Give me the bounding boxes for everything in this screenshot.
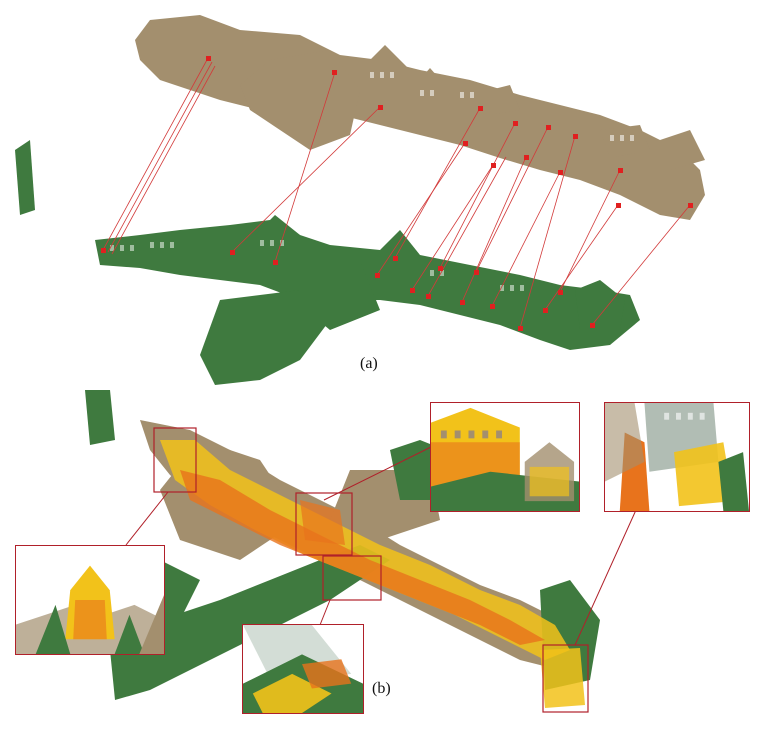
panel-a <box>15 15 705 385</box>
zoom-box-1 <box>153 427 197 493</box>
panel-b <box>85 390 637 713</box>
source-facade-texture <box>370 72 634 141</box>
target-facade-texture <box>110 240 524 291</box>
zoom-boxes <box>153 427 589 713</box>
inset-church <box>15 545 165 655</box>
inset-street-closeup <box>242 624 364 714</box>
inset-facade <box>430 402 580 512</box>
keypoints <box>101 56 693 331</box>
source-point-cloud <box>135 15 705 220</box>
overlap-highlight <box>160 440 585 708</box>
target-point-cloud <box>15 140 640 385</box>
panel-a-caption: (a) <box>360 355 378 372</box>
zoom-box-4 <box>542 644 589 713</box>
leader-lines <box>125 446 637 646</box>
zoom-box-2 <box>295 492 353 556</box>
panel-b-caption: (b) <box>372 680 391 697</box>
zoom-box-3 <box>322 555 382 601</box>
inset-square <box>604 402 750 512</box>
correspondence-lines <box>102 57 691 329</box>
